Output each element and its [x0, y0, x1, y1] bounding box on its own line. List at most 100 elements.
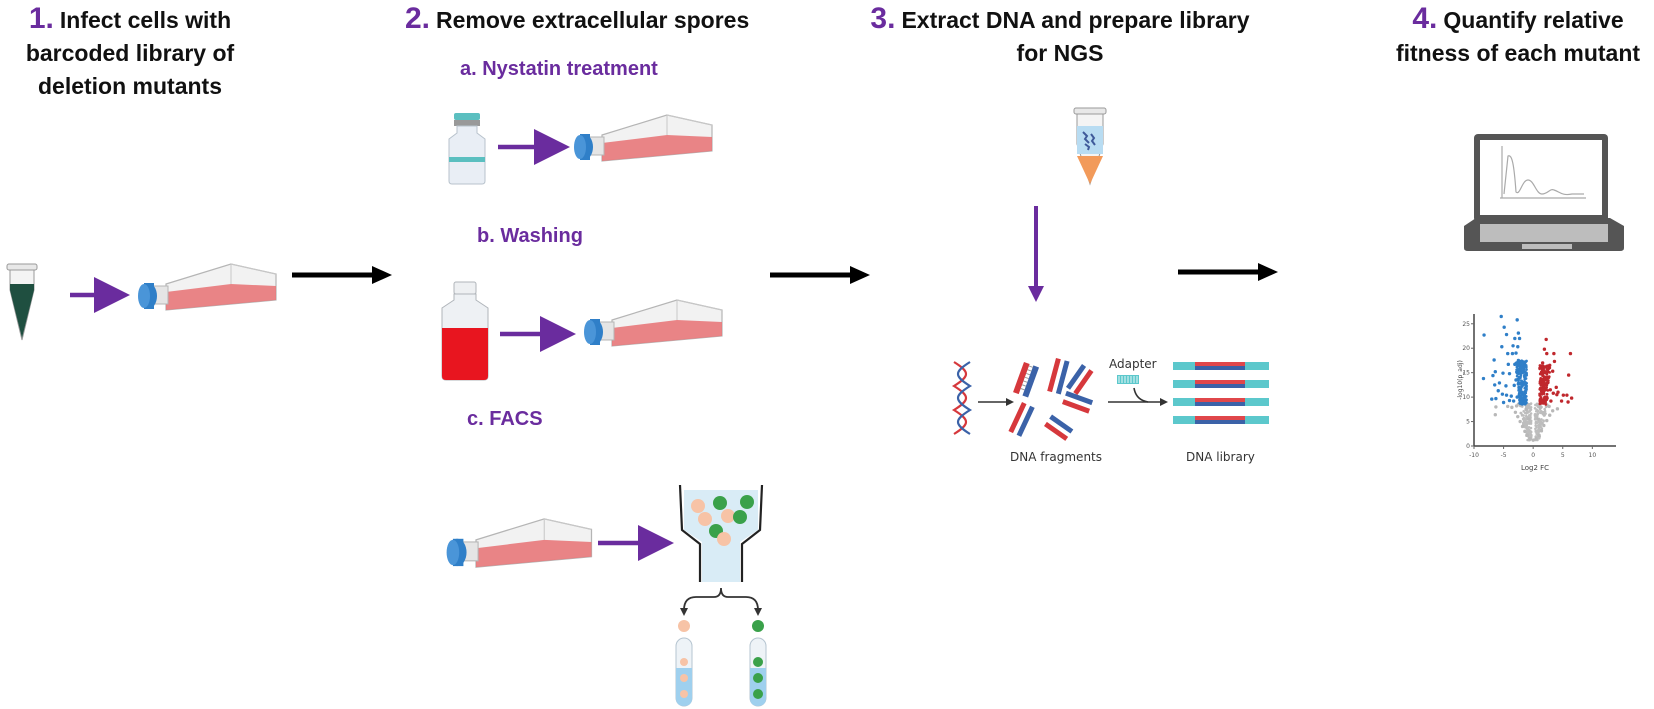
point-up	[1554, 385, 1558, 390]
point-up	[1546, 370, 1549, 374]
point-not-significant	[1493, 413, 1497, 417]
point-down	[1520, 390, 1524, 394]
purple-arrow	[70, 277, 130, 313]
point-down	[1506, 362, 1511, 367]
point-up	[1569, 396, 1574, 400]
point-down	[1515, 318, 1519, 322]
point-up	[1548, 370, 1551, 374]
point-up	[1561, 393, 1566, 397]
point-down	[1496, 389, 1500, 393]
point-not-significant	[1536, 417, 1540, 421]
point-down	[1515, 370, 1518, 374]
point-not-significant	[1535, 414, 1539, 418]
point-not-significant	[1538, 411, 1542, 414]
point-up	[1565, 393, 1569, 397]
purple-arrow	[500, 316, 576, 352]
facs-sorter-icon	[675, 484, 767, 707]
point-not-significant	[1533, 417, 1537, 421]
point-not-significant	[1542, 420, 1545, 423]
point-not-significant	[1520, 405, 1524, 408]
point-down	[1519, 366, 1524, 370]
point-down	[1523, 378, 1527, 381]
point-down	[1522, 380, 1526, 385]
point-up	[1545, 351, 1549, 356]
black-arrow	[1178, 263, 1278, 281]
point-up	[1541, 371, 1545, 375]
point-up	[1539, 383, 1544, 387]
point-not-significant	[1520, 424, 1525, 429]
y-axis-label: -log10(p_adj)	[1457, 360, 1464, 400]
point-down	[1520, 370, 1525, 375]
step-4-title: 4.Quantify relative fitness of each muta…	[1395, 2, 1641, 66]
point-not-significant	[1521, 421, 1525, 425]
point-not-significant	[1527, 429, 1530, 433]
point-up	[1543, 365, 1547, 369]
point-up	[1544, 337, 1548, 342]
step-3-number: 3.	[870, 2, 896, 35]
point-up	[1549, 399, 1553, 403]
point-up	[1542, 347, 1547, 351]
point-up	[1543, 377, 1547, 381]
point-up	[1546, 380, 1550, 385]
point-down	[1497, 381, 1502, 385]
point-down	[1499, 314, 1503, 319]
point-not-significant	[1535, 421, 1539, 424]
point-down	[1511, 399, 1516, 403]
x-tick-label: -10	[1469, 452, 1479, 459]
point-not-significant	[1539, 424, 1542, 427]
point-down	[1517, 388, 1521, 392]
point-not-significant	[1529, 426, 1533, 430]
point-down	[1519, 382, 1523, 386]
point-down	[1525, 368, 1528, 371]
step-4-number: 4.	[1412, 2, 1438, 35]
point-not-significant	[1523, 429, 1527, 434]
point-not-significant	[1527, 403, 1531, 407]
point-down	[1523, 373, 1528, 377]
adapter-label: Adapter	[1109, 357, 1157, 371]
cell-culture-flask-icon	[583, 299, 723, 347]
point-down	[1518, 375, 1522, 380]
laptop-icon	[1464, 134, 1624, 251]
point-down	[1519, 400, 1523, 404]
point-not-significant	[1550, 409, 1555, 413]
point-down	[1521, 384, 1525, 387]
point-down	[1517, 368, 1521, 371]
x-tick-label: 10	[1589, 452, 1597, 459]
point-down	[1511, 344, 1515, 348]
point-not-significant	[1513, 410, 1518, 414]
point-not-significant	[1525, 433, 1529, 437]
point-down	[1500, 392, 1505, 396]
point-up	[1543, 381, 1546, 385]
cell-culture-flask-icon	[573, 114, 713, 162]
point-down	[1517, 364, 1521, 368]
media-bottle-icon	[441, 281, 489, 381]
point-not-significant	[1514, 404, 1519, 408]
dna-library-label: DNA library	[1186, 450, 1255, 464]
point-down	[1518, 396, 1522, 400]
point-up	[1545, 392, 1549, 396]
black-arrow	[292, 266, 392, 284]
point-up	[1566, 373, 1571, 377]
point-up	[1543, 398, 1547, 402]
microcentrifuge-tube-icon	[6, 263, 38, 341]
point-down	[1514, 378, 1518, 382]
point-down	[1501, 371, 1505, 375]
point-down	[1523, 397, 1527, 402]
point-up	[1548, 388, 1553, 392]
point-up	[1540, 366, 1544, 370]
point-up	[1545, 372, 1549, 376]
point-not-significant	[1525, 425, 1528, 429]
adapter-icon	[1117, 375, 1139, 384]
cell-culture-flask-icon	[137, 263, 277, 311]
point-down	[1515, 395, 1519, 399]
point-down	[1494, 396, 1498, 401]
point-not-significant	[1543, 413, 1546, 417]
point-up	[1552, 359, 1557, 364]
point-not-significant	[1534, 409, 1538, 413]
test-tube-icon	[749, 637, 767, 707]
point-up	[1551, 391, 1555, 395]
black-arrow-small	[978, 398, 1014, 406]
point-not-significant	[1516, 414, 1520, 419]
substep-washing-label: b. Washing	[477, 225, 583, 247]
point-not-significant	[1539, 421, 1543, 425]
